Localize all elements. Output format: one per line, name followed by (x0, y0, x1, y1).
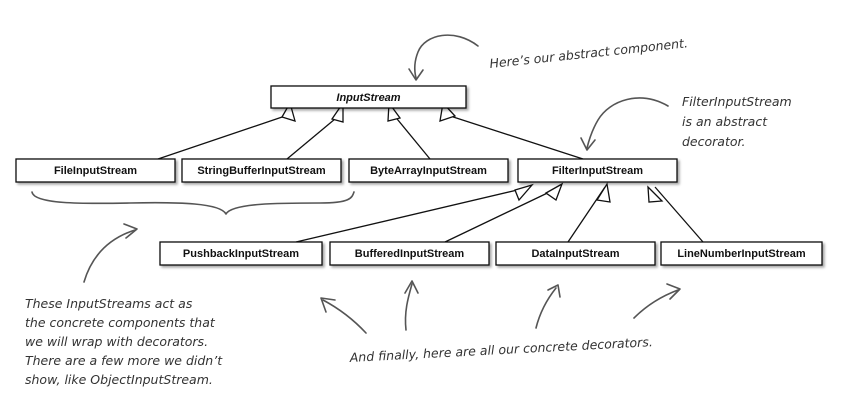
note-concrete-line-5: show, like ObjectInputStream. (25, 372, 213, 387)
note-filter-line-3: decorator. (682, 134, 745, 149)
arrow-tip (320, 297, 336, 313)
annotation-abstract-component: Here’s our abstract component. (408, 34, 689, 81)
edge-linenumber-to-filter (654, 186, 704, 243)
class-name: PushbackInputStream (183, 248, 299, 260)
class-name: InputStream (336, 92, 400, 104)
class-name: LineNumberInputStream (677, 248, 806, 260)
brace (31, 191, 355, 215)
class-name: ByteArrayInputStream (370, 165, 487, 177)
edge-pushback-to-filter (295, 186, 531, 243)
arrow-tip (580, 137, 596, 151)
note-filter-line-2: is an abstract (682, 114, 768, 129)
curved-arrow (586, 97, 669, 149)
arrowhead (595, 182, 611, 203)
class-name: StringBufferInputStream (197, 165, 326, 177)
class-box-input-stream: InputStream (270, 85, 467, 109)
curved-arrow (413, 34, 479, 79)
note-filter-line-1: FilterInputStream (682, 94, 792, 109)
arrowhead (514, 183, 534, 202)
edge-buffered-to-filter (444, 186, 561, 243)
class-box-data-input-stream: DataInputStream (495, 241, 656, 266)
curved-arrow (322, 299, 367, 334)
class-box-pushback-input-stream: PushbackInputStream (159, 241, 323, 266)
edge-file-to-inputstream (157, 113, 292, 160)
class-box-buffered-input-stream: BufferedInputStream (329, 241, 490, 266)
note-concrete-decorators: And finally, here are all our concrete d… (348, 334, 653, 365)
class-name: DataInputStream (531, 248, 619, 260)
curved-arrow (633, 289, 679, 319)
arrowhead (281, 101, 296, 122)
class-box-string-buffer-input-stream: StringBufferInputStream (181, 158, 342, 183)
class-box-file-input-stream: FileInputStream (15, 158, 176, 183)
arrow-tip (404, 280, 419, 294)
curved-arrow (404, 283, 413, 331)
curved-arrow (83, 229, 136, 283)
class-box-filter-input-stream: FilterInputStream (517, 158, 678, 183)
arrowhead (647, 185, 664, 203)
arrow-tip (666, 283, 681, 300)
edge-stringbuffer-to-inputstream (286, 113, 342, 160)
note-concrete-line-2: the concrete components that (25, 315, 216, 330)
curved-arrow (535, 287, 557, 329)
class-box-line-number-input-stream: LineNumberInputStream (660, 241, 823, 266)
note-concrete-line-3: we will wrap with decorators. (25, 334, 208, 349)
annotation-concrete-decorators: And finally, here are all our concrete d… (320, 280, 681, 365)
note-concrete-line-1: These InputStreams act as (25, 296, 193, 311)
arrow-tip (408, 68, 424, 81)
edge-filter-to-inputstream (443, 113, 584, 160)
class-name: BufferedInputStream (355, 248, 465, 260)
inheritance-arrowheads (281, 100, 664, 203)
class-box-byte-array-input-stream: ByteArrayInputStream (348, 158, 509, 183)
arrowhead (544, 182, 564, 202)
inheritance-lines (157, 113, 704, 243)
class-name: FileInputStream (54, 165, 137, 177)
note-abstract-component: Here’s our abstract component. (489, 35, 689, 71)
note-concrete-line-4: There are a few more we didn’t (25, 353, 223, 368)
class-name: FilterInputStream (552, 165, 643, 177)
annotation-concrete-components: These InputStreams act as the concrete c… (25, 191, 355, 387)
annotation-filter-abstract-decorator: FilterInputStream is an abstract decorat… (580, 94, 792, 151)
arrow-tip (123, 223, 138, 239)
arrow-tip (547, 284, 561, 298)
edge-bytearray-to-inputstream (392, 113, 431, 160)
